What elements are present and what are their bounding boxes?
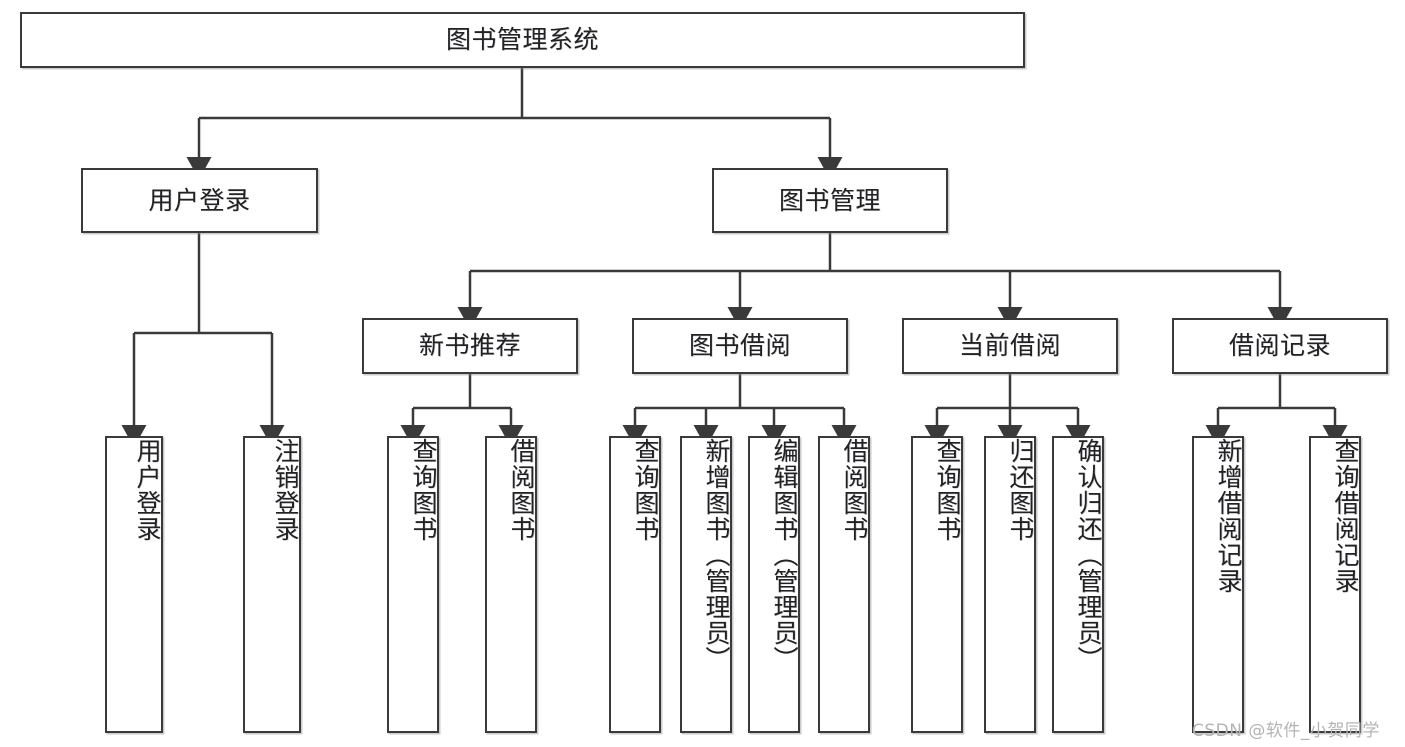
node-user-login-label: 用户登录 bbox=[148, 185, 251, 215]
node-leaf-user-login-label: 用户登录 bbox=[133, 438, 162, 542]
node-leaf-add-borrow-record[interactable]: 新增借阅记录 bbox=[1192, 436, 1244, 733]
node-leaf-edit-book-label: 编辑图书（管理员） bbox=[770, 438, 799, 672]
node-leaf-borrow-book-label: 借阅图书 bbox=[840, 438, 869, 542]
node-borrow-records[interactable]: 借阅记录 bbox=[1172, 318, 1388, 374]
node-new-book-recommend[interactable]: 新书推荐 bbox=[362, 318, 578, 374]
node-book-management-label: 图书管理 bbox=[778, 185, 881, 215]
node-new-book-recommend-label: 新书推荐 bbox=[418, 331, 521, 361]
node-root[interactable]: 图书管理系统 bbox=[20, 12, 1025, 68]
node-leaf-borrow-book-recommend[interactable]: 借阅图书 bbox=[485, 436, 537, 733]
node-leaf-query-book-recommend-label: 查询图书 bbox=[409, 438, 438, 542]
node-leaf-query-book-current-label: 查询图书 bbox=[933, 438, 962, 542]
csdn-watermark: CSDN @软件_小贺同学 bbox=[1192, 721, 1380, 741]
node-leaf-return-book-label: 归还图书 bbox=[1006, 438, 1035, 542]
node-book-borrow[interactable]: 图书借阅 bbox=[632, 318, 848, 374]
node-leaf-query-book-borrow[interactable]: 查询图书 bbox=[609, 436, 661, 733]
node-book-management[interactable]: 图书管理 bbox=[712, 168, 948, 233]
node-leaf-confirm-return-label: 确认归还（管理员） bbox=[1074, 438, 1103, 672]
node-leaf-query-borrow-record-label: 查询借阅记录 bbox=[1331, 438, 1360, 594]
node-leaf-logout-label: 注销登录 bbox=[271, 438, 300, 542]
node-leaf-query-book-recommend[interactable]: 查询图书 bbox=[387, 436, 439, 733]
node-book-borrow-label: 图书借阅 bbox=[688, 331, 791, 361]
node-leaf-borrow-book[interactable]: 借阅图书 bbox=[818, 436, 870, 733]
node-leaf-user-login[interactable]: 用户登录 bbox=[105, 436, 163, 733]
node-leaf-query-borrow-record[interactable]: 查询借阅记录 bbox=[1309, 436, 1361, 733]
node-leaf-edit-book[interactable]: 编辑图书（管理员） bbox=[748, 436, 800, 733]
node-leaf-return-book[interactable]: 归还图书 bbox=[984, 436, 1036, 733]
node-current-borrow-label: 当前借阅 bbox=[958, 331, 1061, 361]
node-current-borrow[interactable]: 当前借阅 bbox=[902, 318, 1118, 374]
node-leaf-logout[interactable]: 注销登录 bbox=[243, 436, 301, 733]
node-leaf-borrow-book-recommend-label: 借阅图书 bbox=[507, 438, 536, 542]
node-borrow-records-label: 借阅记录 bbox=[1228, 331, 1331, 361]
node-leaf-query-book-current[interactable]: 查询图书 bbox=[911, 436, 963, 733]
node-root-label: 图书管理系统 bbox=[445, 25, 599, 55]
node-leaf-add-book-label: 新增图书（管理员） bbox=[702, 438, 731, 672]
node-leaf-add-book[interactable]: 新增图书（管理员） bbox=[680, 436, 732, 733]
node-leaf-query-book-borrow-label: 查询图书 bbox=[631, 438, 660, 542]
node-leaf-add-borrow-record-label: 新增借阅记录 bbox=[1214, 438, 1243, 594]
node-leaf-confirm-return[interactable]: 确认归还（管理员） bbox=[1052, 436, 1104, 733]
node-user-login[interactable]: 用户登录 bbox=[81, 168, 318, 233]
